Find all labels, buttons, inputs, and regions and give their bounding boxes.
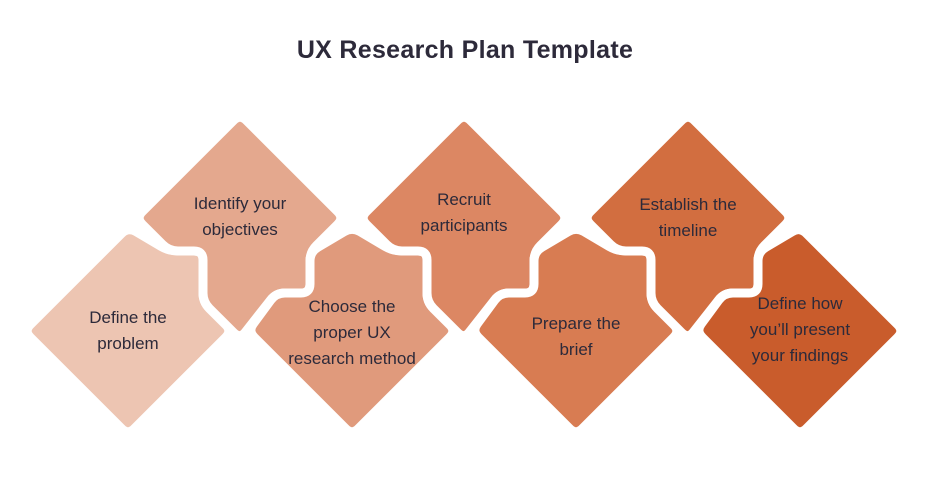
page-title: UX Research Plan Template — [296, 36, 634, 64]
step-diamond-7 — [694, 225, 906, 437]
step-diamond-6 — [582, 112, 794, 341]
step-diamond-2 — [134, 112, 346, 341]
step-diamond-4 — [358, 112, 570, 341]
